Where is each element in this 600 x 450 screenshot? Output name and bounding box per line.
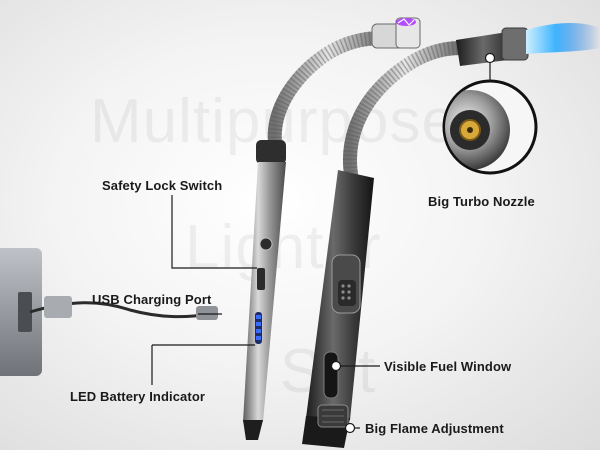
turbo-nozzle-head [456, 23, 600, 66]
dark-gooseneck [343, 41, 467, 187]
callout-led-battery-indicator: LED Battery Indicator [70, 389, 206, 404]
usb-plug [44, 296, 72, 318]
callout-safety-lock-switch: Safety Lock Switch [102, 178, 223, 193]
dark-lighter-body [302, 170, 374, 448]
callout-visible-fuel-window: Visible Fuel Window [384, 359, 512, 374]
callout-big-flame-adjustment: Big Flame Adjustment [365, 421, 504, 436]
nozzle-closeup [442, 79, 538, 175]
callout-usb-charging-port: USB Charging Port [92, 292, 212, 307]
silver-lighter-body [243, 140, 286, 440]
fuel-window-marker-dot [330, 360, 342, 372]
flame-adjust-marker-dot [344, 422, 356, 434]
silver-gooseneck [267, 31, 389, 157]
callout-big-turbo-nozzle: Big Turbo Nozzle [428, 194, 535, 209]
plasma-arc-head [371, 17, 421, 49]
usb-wall-charger [0, 248, 42, 376]
callout-leaders [151, 60, 491, 429]
usb-c-connector [196, 306, 218, 320]
nozzle-marker-dot [484, 52, 496, 64]
